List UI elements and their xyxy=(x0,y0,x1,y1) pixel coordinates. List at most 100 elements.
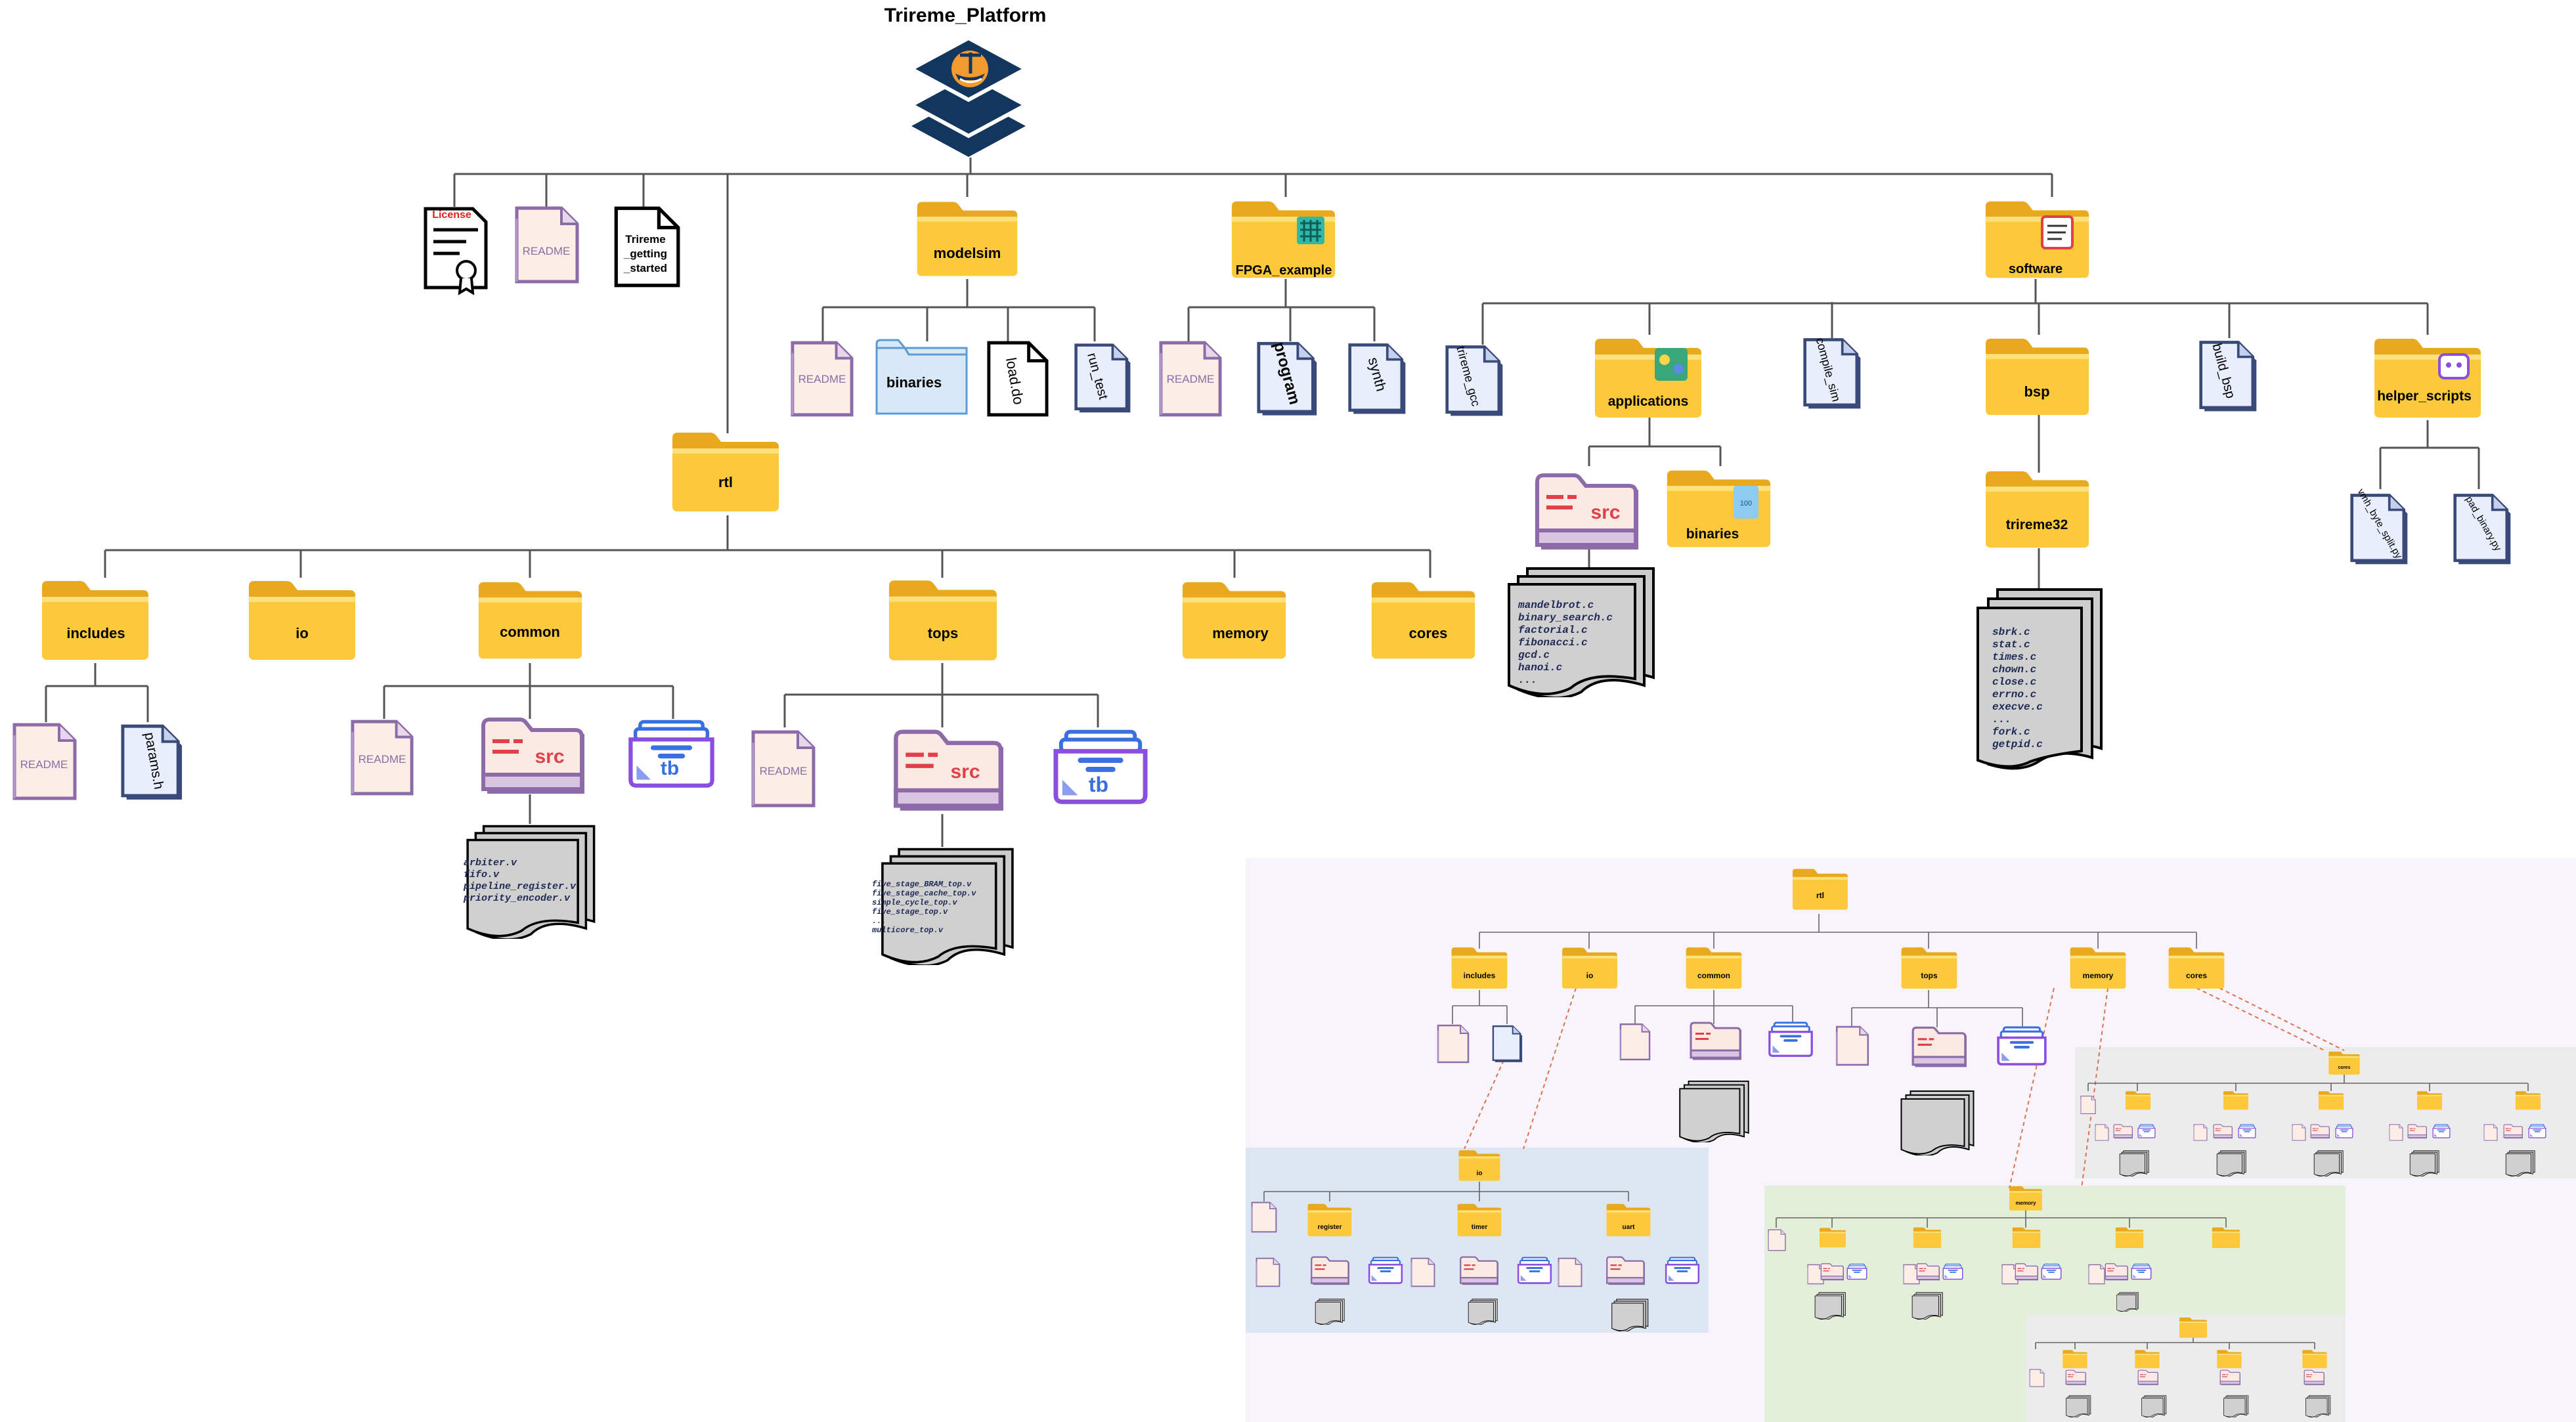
getting-started-label-1: Trireme xyxy=(625,233,665,246)
modelsim-binaries-label: binaries xyxy=(886,374,942,391)
inset-io-readme xyxy=(1251,1201,1277,1233)
tops-tb-folder[interactable]: tb xyxy=(1056,732,1145,802)
applications-src-folder[interactable]: src xyxy=(1537,475,1638,548)
modelsim-binaries-folder[interactable]: binaries xyxy=(875,339,968,415)
common-readme-label: README xyxy=(359,753,406,765)
common-src-label: src xyxy=(535,746,564,767)
license-label: License xyxy=(432,209,471,221)
common-src-folder[interactable]: src xyxy=(483,720,584,792)
tops-source-1: five_stage_cache_top.v xyxy=(872,889,976,898)
inset-uart-folder[interactable]: uart xyxy=(1606,1203,1651,1237)
root-readme-label: README xyxy=(523,245,571,257)
compile-sim-file[interactable]: compile_sim xyxy=(1805,336,1861,408)
inset-folder-memory[interactable]: memory xyxy=(2070,947,2126,989)
modelsim-readme[interactable]: README xyxy=(793,343,852,415)
inset-timer-folder[interactable]: timer xyxy=(1457,1203,1502,1237)
folder-includes-label: includes xyxy=(66,625,125,641)
inset-io-folder[interactable]: io xyxy=(1458,1150,1500,1181)
bsp-source-0: sbrk.c xyxy=(1992,626,2030,638)
bsp-source-1: stat.c xyxy=(1992,639,2030,651)
tops-readme[interactable]: README xyxy=(753,732,814,806)
pad-binary-file[interactable]: pad_binary.py xyxy=(2455,494,2511,564)
common-readme[interactable]: README xyxy=(353,722,412,794)
common-tb-folder[interactable]: tb xyxy=(630,722,712,785)
folder-cores[interactable]: cores xyxy=(1371,582,1475,659)
run-test-file[interactable]: run_test xyxy=(1076,345,1131,413)
inset-memory-folder[interactable]: memory xyxy=(2009,1186,2042,1211)
folder-applications-label: applications xyxy=(1608,394,1689,409)
inset-common-sources xyxy=(1679,1080,1749,1142)
inset-cores-folder[interactable]: cores xyxy=(2328,1051,2360,1075)
folder-helper-scripts[interactable]: helper_scripts xyxy=(2374,339,2481,418)
synth-file[interactable]: synth xyxy=(1350,345,1406,414)
params-h-file[interactable]: params.h xyxy=(123,726,182,800)
applications-src-label: src xyxy=(1590,502,1620,523)
inset-folder-tops[interactable]: tops xyxy=(1901,947,1957,989)
folder-includes[interactable]: includes xyxy=(42,581,148,660)
inset-cores-panel-label: cores xyxy=(2338,1066,2351,1070)
folder-tops[interactable]: tops xyxy=(889,580,997,660)
folder-fpga-example[interactable]: FPGA_example xyxy=(1231,201,1336,278)
inset-tops-readme xyxy=(1835,1025,1869,1066)
inset-includes-label: includes xyxy=(1464,971,1496,980)
bsp-source-6: execve.c xyxy=(1992,701,2043,713)
common-source-2: pipeline_register.v xyxy=(463,881,577,892)
trireme-logo xyxy=(907,35,1030,157)
tops-source-5: multicore_top.v xyxy=(871,926,944,935)
folder-bsp[interactable]: bsp xyxy=(1985,338,2089,416)
inset-folder-io[interactable]: io xyxy=(1562,947,1617,989)
inset-uart-label: uart xyxy=(1623,1224,1636,1231)
license-file[interactable]: License xyxy=(424,207,488,295)
folder-rtl[interactable]: rtl xyxy=(672,433,779,511)
folder-io[interactable]: io xyxy=(249,581,355,660)
inset-tops-tb xyxy=(1997,1025,2047,1066)
folder-rtl-label: rtl xyxy=(718,474,733,490)
bsp-source-8: fork.c xyxy=(1992,726,2030,738)
inset-register-label: register xyxy=(1318,1224,1342,1231)
getting-started-file[interactable]: Trireme _getting _started xyxy=(616,208,678,286)
folder-memory[interactable]: memory xyxy=(1182,582,1286,659)
trireme-gcc-file[interactable]: trireme_gcc xyxy=(1447,345,1503,416)
vmh-byte-split-file[interactable]: vmh_byte_split.py xyxy=(2352,487,2408,565)
tops-tb-label: tb xyxy=(1089,773,1108,796)
inset-folder-cores[interactable]: cores xyxy=(2168,947,2225,989)
inset-tops-sources xyxy=(1900,1090,1975,1155)
folder-software-label: software xyxy=(2009,262,2063,276)
tops-source-list: five_stage_BRAM_top.v five_stage_cache_t… xyxy=(871,850,1013,966)
build-bsp-file[interactable]: build_bsp xyxy=(2201,342,2257,412)
inset-io-panel-label: io xyxy=(1477,1170,1483,1177)
fpga-readme[interactable]: README xyxy=(1161,343,1220,415)
load-do-file[interactable]: load.do xyxy=(989,343,1047,415)
inset-folder-includes[interactable]: includes xyxy=(1451,947,1508,989)
common-source-list: arbiter.v fifo.v pipeline_register.v pri… xyxy=(463,827,594,939)
folder-common-label: common xyxy=(500,624,560,640)
folder-common[interactable]: common xyxy=(478,582,582,659)
tops-src-folder[interactable]: src xyxy=(896,732,1003,809)
common-source-1: fifo.v xyxy=(464,869,500,880)
inset-memory-label: memory xyxy=(2083,971,2114,980)
inset-folder-common[interactable]: common xyxy=(1686,947,1742,989)
applications-binaries-folder[interactable]: 100 binaries xyxy=(1667,470,1771,548)
includes-readme[interactable]: README xyxy=(14,725,75,798)
folder-trireme32[interactable]: trireme32 xyxy=(1985,471,2089,548)
getting-started-label-3: _started xyxy=(623,262,667,274)
inset-cores-label: cores xyxy=(2186,971,2207,980)
bsp-source-9: getpid.c xyxy=(1992,739,2043,750)
root-readme-file[interactable]: README xyxy=(517,208,577,282)
inset-io-label: io xyxy=(1586,971,1594,980)
folder-modelsim[interactable]: modelsim xyxy=(917,202,1018,276)
folder-applications[interactable]: applications xyxy=(1595,339,1701,418)
tops-source-2: simple_cycle_top.v xyxy=(872,898,957,907)
inset-folder-rtl[interactable]: rtl xyxy=(1793,869,1848,910)
common-source-3: priority_encoder.v xyxy=(463,893,571,904)
binary-glyph: 100 xyxy=(1740,500,1752,507)
program-file[interactable]: program xyxy=(1259,340,1317,416)
inset-register-folder[interactable]: register xyxy=(1307,1203,1352,1237)
includes-readme-label: README xyxy=(20,758,68,771)
bsp-source-2: times.c xyxy=(1992,651,2036,663)
connectors xyxy=(45,158,2480,847)
folder-software[interactable]: software xyxy=(1985,201,2089,278)
inset-memory-panel-label: memory xyxy=(2015,1200,2036,1206)
inset-includes-readme xyxy=(1437,1024,1470,1064)
